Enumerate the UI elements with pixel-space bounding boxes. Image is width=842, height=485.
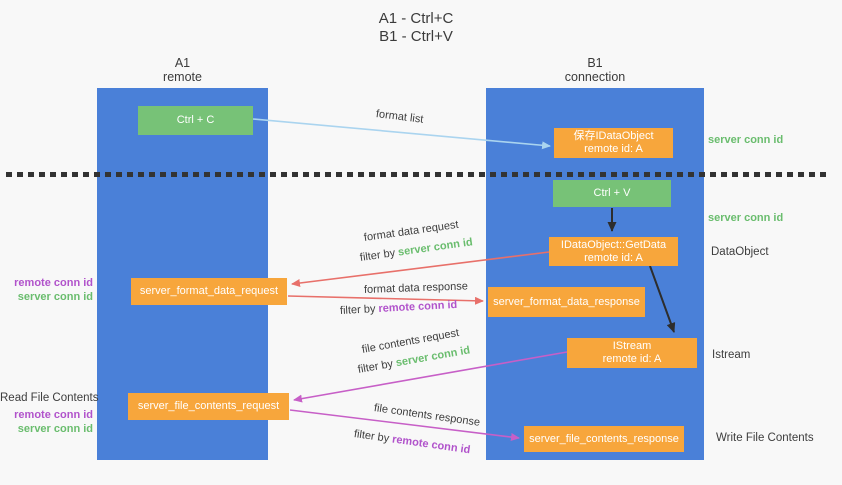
remote-conn-id-text: remote conn id — [391, 433, 472, 457]
ctrl-c-label: Ctrl + C — [176, 114, 215, 126]
node-server-format-data-response: server_format_data_response — [488, 287, 645, 317]
node-ctrl-c: Ctrl + C — [138, 106, 253, 135]
dataobject-label: DataObject — [711, 246, 769, 258]
file-contents-response-filter-label: filter by remote conn id — [353, 428, 471, 456]
istream-label: Istream — [712, 349, 751, 361]
format-request-label: server_format_data_request — [139, 285, 279, 297]
ctrl-v-label: Ctrl + V — [593, 187, 631, 199]
read-file-contents-label: Read File Contents — [0, 392, 99, 404]
save-idataobject-line1: 保存IDataObject — [573, 130, 654, 142]
node-ctrl-v: Ctrl + V — [553, 180, 671, 207]
node-server-format-data-request: server_format_data_request — [131, 278, 287, 305]
lane-a1-name: A1 — [174, 56, 191, 70]
filter-by-text: filter by — [353, 428, 393, 446]
diagram-title: A1 - Ctrl+C B1 - Ctrl+V — [0, 10, 832, 46]
istream-line2: remote id: A — [602, 353, 662, 365]
title-line-2: B1 - Ctrl+V — [379, 28, 453, 45]
remote-conn-id-annotation: remote conn id — [14, 277, 93, 289]
file-contents-response-label: file contents response — [373, 402, 481, 429]
file-request-label: server_file_contents_request — [137, 400, 280, 412]
file-response-label: server_file_contents_response — [529, 432, 679, 445]
remote-conn-id-text: remote conn id — [378, 298, 458, 315]
dashed-divider — [6, 172, 830, 177]
server-conn-id-annotation-top: server conn id — [708, 134, 784, 146]
remote-conn-id-annotation: remote conn id — [14, 409, 93, 421]
lane-b1-name: B1 — [587, 56, 603, 70]
node-idataobject-getdata: IDataObject::GetData remote id: A — [549, 237, 678, 266]
getdata-line2: remote id: A — [584, 251, 643, 264]
lane-header-b1: B1 connection — [486, 56, 704, 84]
istream-line1: IStream — [612, 340, 652, 352]
node-save-idataobject: 保存IDataObject remote id: A — [554, 128, 673, 158]
filter-by-text: filter by — [356, 357, 397, 376]
node-istream: IStream remote id: A — [567, 338, 697, 368]
filter-by-text: filter by — [359, 246, 399, 264]
server-conn-id-annotation: server conn id — [17, 422, 93, 435]
format-list-label: format list — [375, 108, 425, 126]
getdata-line1: IDataObject::GetData — [560, 238, 667, 251]
format-data-response-filter-label: filter by remote conn id — [340, 299, 458, 317]
format-response-label: server_format_data_response — [493, 295, 640, 308]
server-conn-id-annotation-mid: server conn id — [708, 212, 784, 224]
title-line-1: A1 - Ctrl+C — [378, 10, 454, 27]
server-conn-id-annotation: server conn id — [17, 290, 93, 303]
lane-header-a1: A1 remote — [97, 56, 268, 84]
format-data-response-label: format data response — [363, 280, 469, 296]
file-conn-id-annotation: remote conn id server conn id — [0, 409, 93, 436]
lane-a1-role: remote — [163, 70, 202, 84]
write-file-contents-label: Write File Contents — [716, 432, 814, 444]
lane-b1-role: connection — [564, 70, 626, 84]
node-server-file-contents-request: server_file_contents_request — [128, 393, 289, 420]
server-conn-id-text: server conn id — [397, 236, 474, 259]
node-server-file-contents-response: server_file_contents_response — [524, 426, 684, 452]
format-conn-id-annotation: remote conn id server conn id — [0, 277, 93, 304]
save-idataobject-line2: remote id: A — [584, 143, 643, 155]
filter-by-text: filter by — [339, 302, 379, 317]
